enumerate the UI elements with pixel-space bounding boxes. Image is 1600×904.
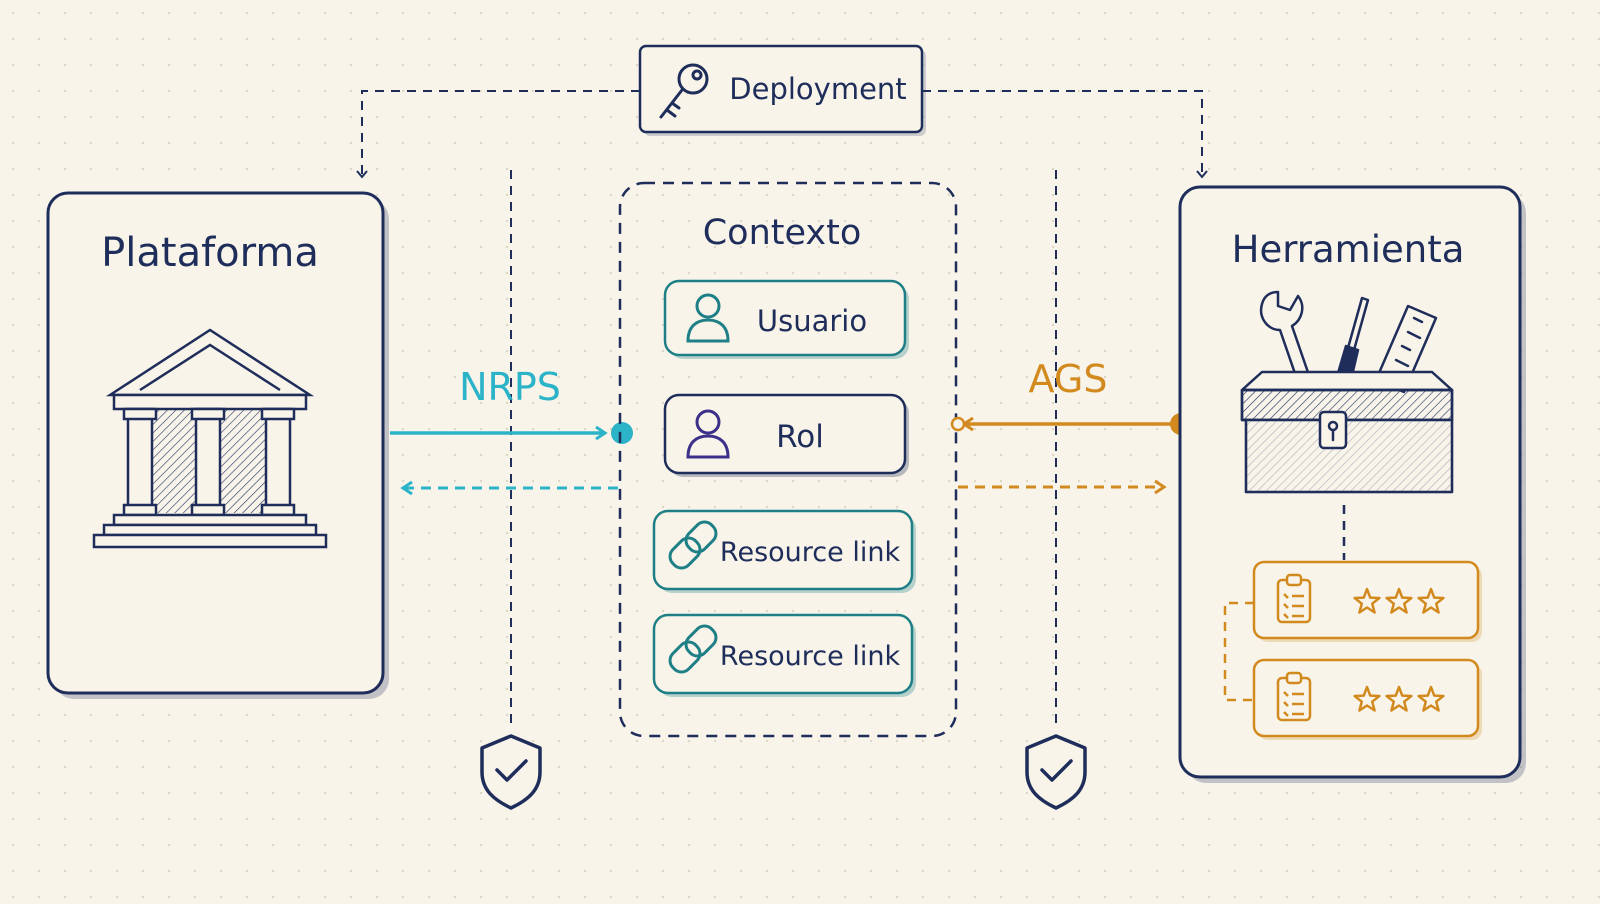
deployment-to-platform-line xyxy=(356,90,640,179)
ags-endpoint-ring xyxy=(950,416,966,432)
key-icon xyxy=(659,63,709,119)
deployment-label: Deployment xyxy=(729,72,906,106)
tool-card[interactable]: Herramienta xyxy=(1178,185,1526,783)
link-icon xyxy=(668,520,718,570)
toolbox-icon xyxy=(1240,290,1454,494)
shield-check-icon xyxy=(1025,734,1087,810)
context-item-resource-link[interactable]: Resource link xyxy=(652,509,916,593)
platform-card[interactable]: Plataforma xyxy=(46,191,389,699)
star-icon xyxy=(1385,685,1413,712)
deployment-connectors xyxy=(356,90,1208,179)
star-rating xyxy=(1353,685,1445,712)
shield-check-icon xyxy=(480,734,542,810)
context-item-label: Usuario xyxy=(757,304,867,338)
context-item-rol[interactable]: Rol xyxy=(663,393,909,477)
role-user-icon xyxy=(686,409,730,459)
star-icon xyxy=(1353,587,1381,614)
tool-title: Herramienta xyxy=(1232,228,1465,271)
platform-title: Plataforma xyxy=(101,230,319,276)
star-icon xyxy=(1385,587,1413,614)
context-item-label: Resource link xyxy=(720,641,901,672)
clipboard-icon xyxy=(1276,573,1312,624)
context-title: Contexto xyxy=(703,213,862,253)
link-icon xyxy=(668,624,718,674)
nrps-label: NRPS xyxy=(459,365,561,409)
star-icon xyxy=(1353,685,1381,712)
deployment-to-tool-line xyxy=(922,90,1208,179)
nrps-endpoint-dot xyxy=(611,422,633,444)
ags-connector: AGS xyxy=(950,357,1192,495)
institution-icon xyxy=(92,328,328,549)
grade-item[interactable] xyxy=(1252,658,1482,740)
deployment-box[interactable]: Deployment xyxy=(638,44,926,136)
grade-item[interactable] xyxy=(1252,560,1482,642)
star-rating xyxy=(1353,587,1445,614)
star-icon xyxy=(1417,685,1445,712)
context-card[interactable]: Contexto Usuario Rol xyxy=(618,181,958,738)
clipboard-icon xyxy=(1276,671,1312,722)
nrps-connector: NRPS xyxy=(390,365,633,496)
security-lines xyxy=(510,170,1057,730)
ags-label: AGS xyxy=(1029,357,1108,401)
context-item-resource-link[interactable]: Resource link xyxy=(652,613,916,697)
context-item-label: Rol xyxy=(776,419,824,455)
user-icon xyxy=(686,293,730,343)
star-icon xyxy=(1417,587,1445,614)
context-item-usuario[interactable]: Usuario xyxy=(663,279,909,359)
context-item-label: Resource link xyxy=(720,537,901,568)
